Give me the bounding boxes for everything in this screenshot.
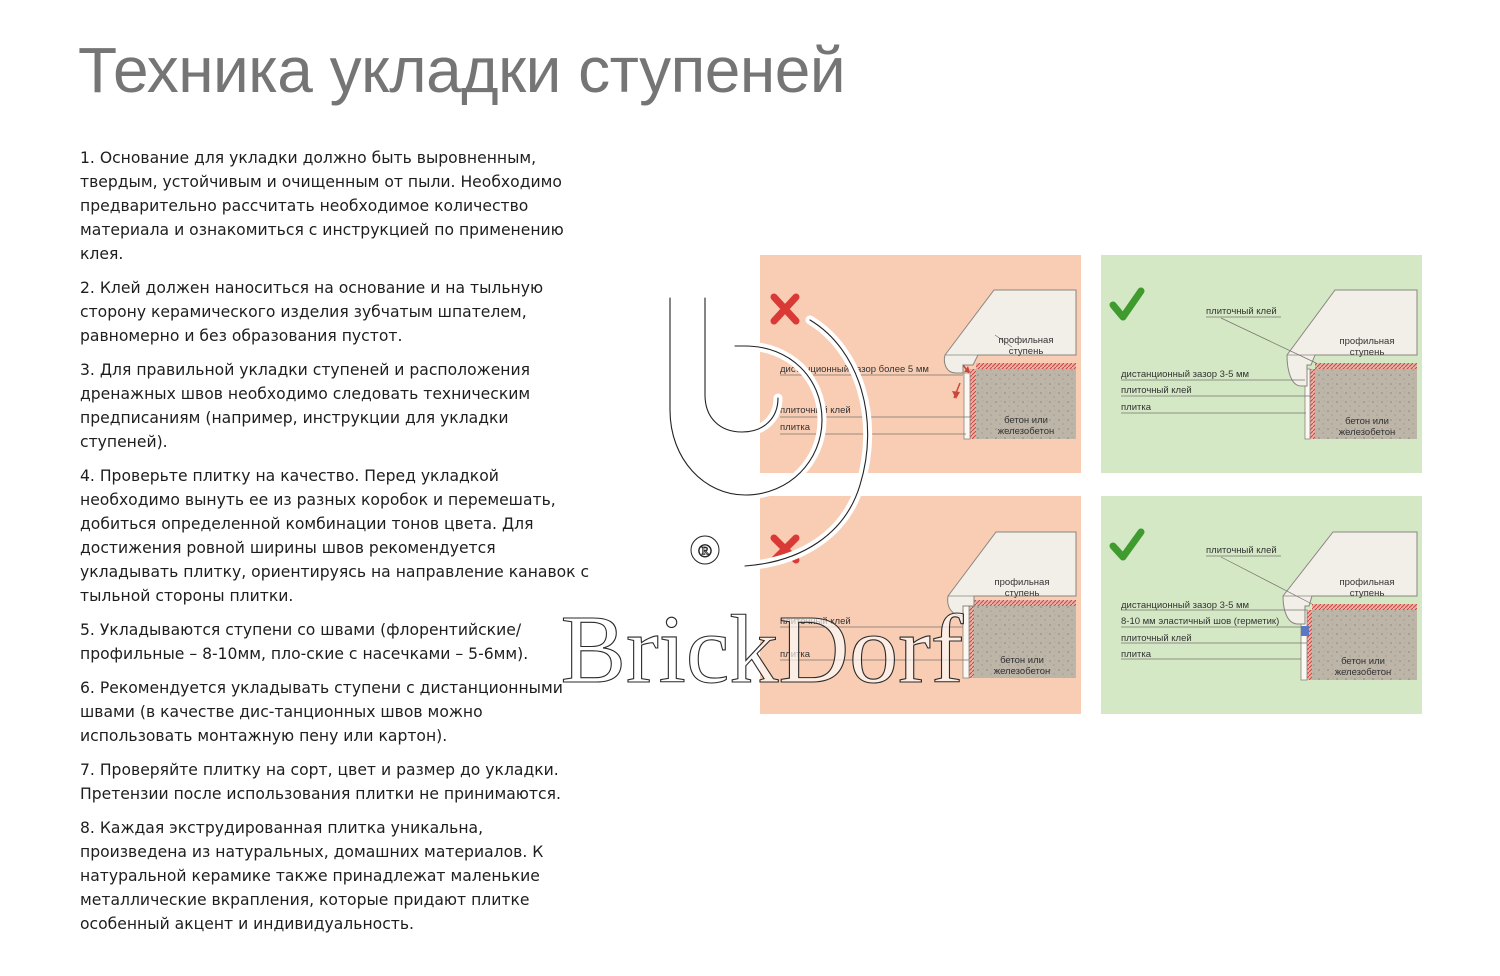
adhesive-label: плиточный клей — [780, 616, 851, 627]
adhesive-label: плиточный клей — [1121, 633, 1192, 644]
adhesive-riser — [970, 369, 976, 439]
step-label: профильная — [994, 577, 1049, 588]
step-label: профильная — [1339, 577, 1394, 588]
tile-label: плитка — [780, 649, 811, 660]
check-icon — [1109, 528, 1145, 561]
instruction-item: 1. Основание для укладки должно быть выр… — [80, 149, 564, 263]
profile-step — [947, 531, 1077, 617]
profile-step — [943, 289, 1077, 374]
concrete-label: бетон или — [1004, 415, 1048, 426]
tile-label: плитка — [1121, 649, 1152, 660]
concrete-label: железобетон — [994, 666, 1051, 677]
diagram-wrong-no-gap: плиточный клей плитка профильная ступень… — [760, 496, 1081, 714]
instruction-item: 8. Каждая экструдированная плитка уникал… — [80, 819, 544, 933]
concrete-label: бетон или — [1345, 416, 1389, 427]
diagram-wrong-gap-too-large: дистанционный зазор более 5 мм плиточный… — [760, 255, 1081, 473]
diagram-correct-elastic-joint: плиточный клей дистанционный зазор 3-5 м… — [1101, 496, 1422, 714]
registered-mark: ® — [698, 541, 712, 562]
adhesive-label: плиточный клей — [780, 405, 851, 416]
concrete-label: железобетон — [1339, 427, 1396, 438]
step-label: ступень — [1350, 347, 1385, 358]
page-title: Техника укладки ступеней — [78, 34, 846, 106]
tile-label: плитка — [1121, 402, 1152, 413]
concrete-label: железобетон — [1335, 667, 1392, 678]
gap-label: дистанционный зазор 3-5 мм — [1121, 600, 1249, 611]
step-label: ступень — [1350, 588, 1385, 599]
instruction-item: 2. Клей должен наноситься на основание и… — [80, 279, 544, 345]
instruction-item: 3. Для правильной укладки ступеней и рас… — [80, 361, 531, 451]
adhesive-label: плиточный клей — [1121, 385, 1192, 396]
concrete-label: бетон или — [1341, 656, 1385, 667]
adhesive-top — [976, 363, 1076, 369]
instruction-item: 4. Проверьте плитку на качество. Перед у… — [80, 467, 590, 605]
check-icon — [1109, 287, 1145, 321]
diagram-correct-gap-3-5mm: плиточный клей дистанционный зазор 3-5 м… — [1101, 255, 1422, 473]
instruction-item: 5. Укладываются ступени со швами (флорен… — [80, 621, 529, 663]
cross-icon — [770, 293, 800, 325]
gap-label: дистанционный зазор 3-5 мм — [1121, 369, 1249, 380]
top-adhesive-label: плиточный клей — [1206, 306, 1277, 317]
step-label: профильная — [998, 335, 1053, 346]
elastic-joint-label: 8-10 мм эластичный шов (герметик) — [1121, 616, 1279, 627]
instruction-item: 7. Проверяйте плитку на сорт, цвет и раз… — [80, 761, 561, 803]
concrete-base — [976, 369, 1076, 439]
step-label: ступень — [1009, 346, 1044, 357]
step-label: ступень — [1005, 588, 1040, 599]
cross-icon — [770, 534, 800, 564]
instruction-item: 6. Рекомендуется укладывать ступени с ди… — [80, 679, 563, 745]
elastic-joint — [1301, 626, 1309, 636]
instructions-list: 1. Основание для укладки должно быть выр… — [80, 146, 590, 946]
riser-tile — [963, 372, 971, 440]
tile-label: плитка — [780, 422, 811, 433]
step-label: профильная — [1339, 336, 1394, 347]
gap-label: дистанционный зазор более 5 мм — [780, 364, 929, 375]
concrete-label: железобетон — [998, 426, 1055, 437]
top-adhesive-label: плиточный клей — [1206, 545, 1277, 556]
concrete-label: бетон или — [1000, 655, 1044, 666]
